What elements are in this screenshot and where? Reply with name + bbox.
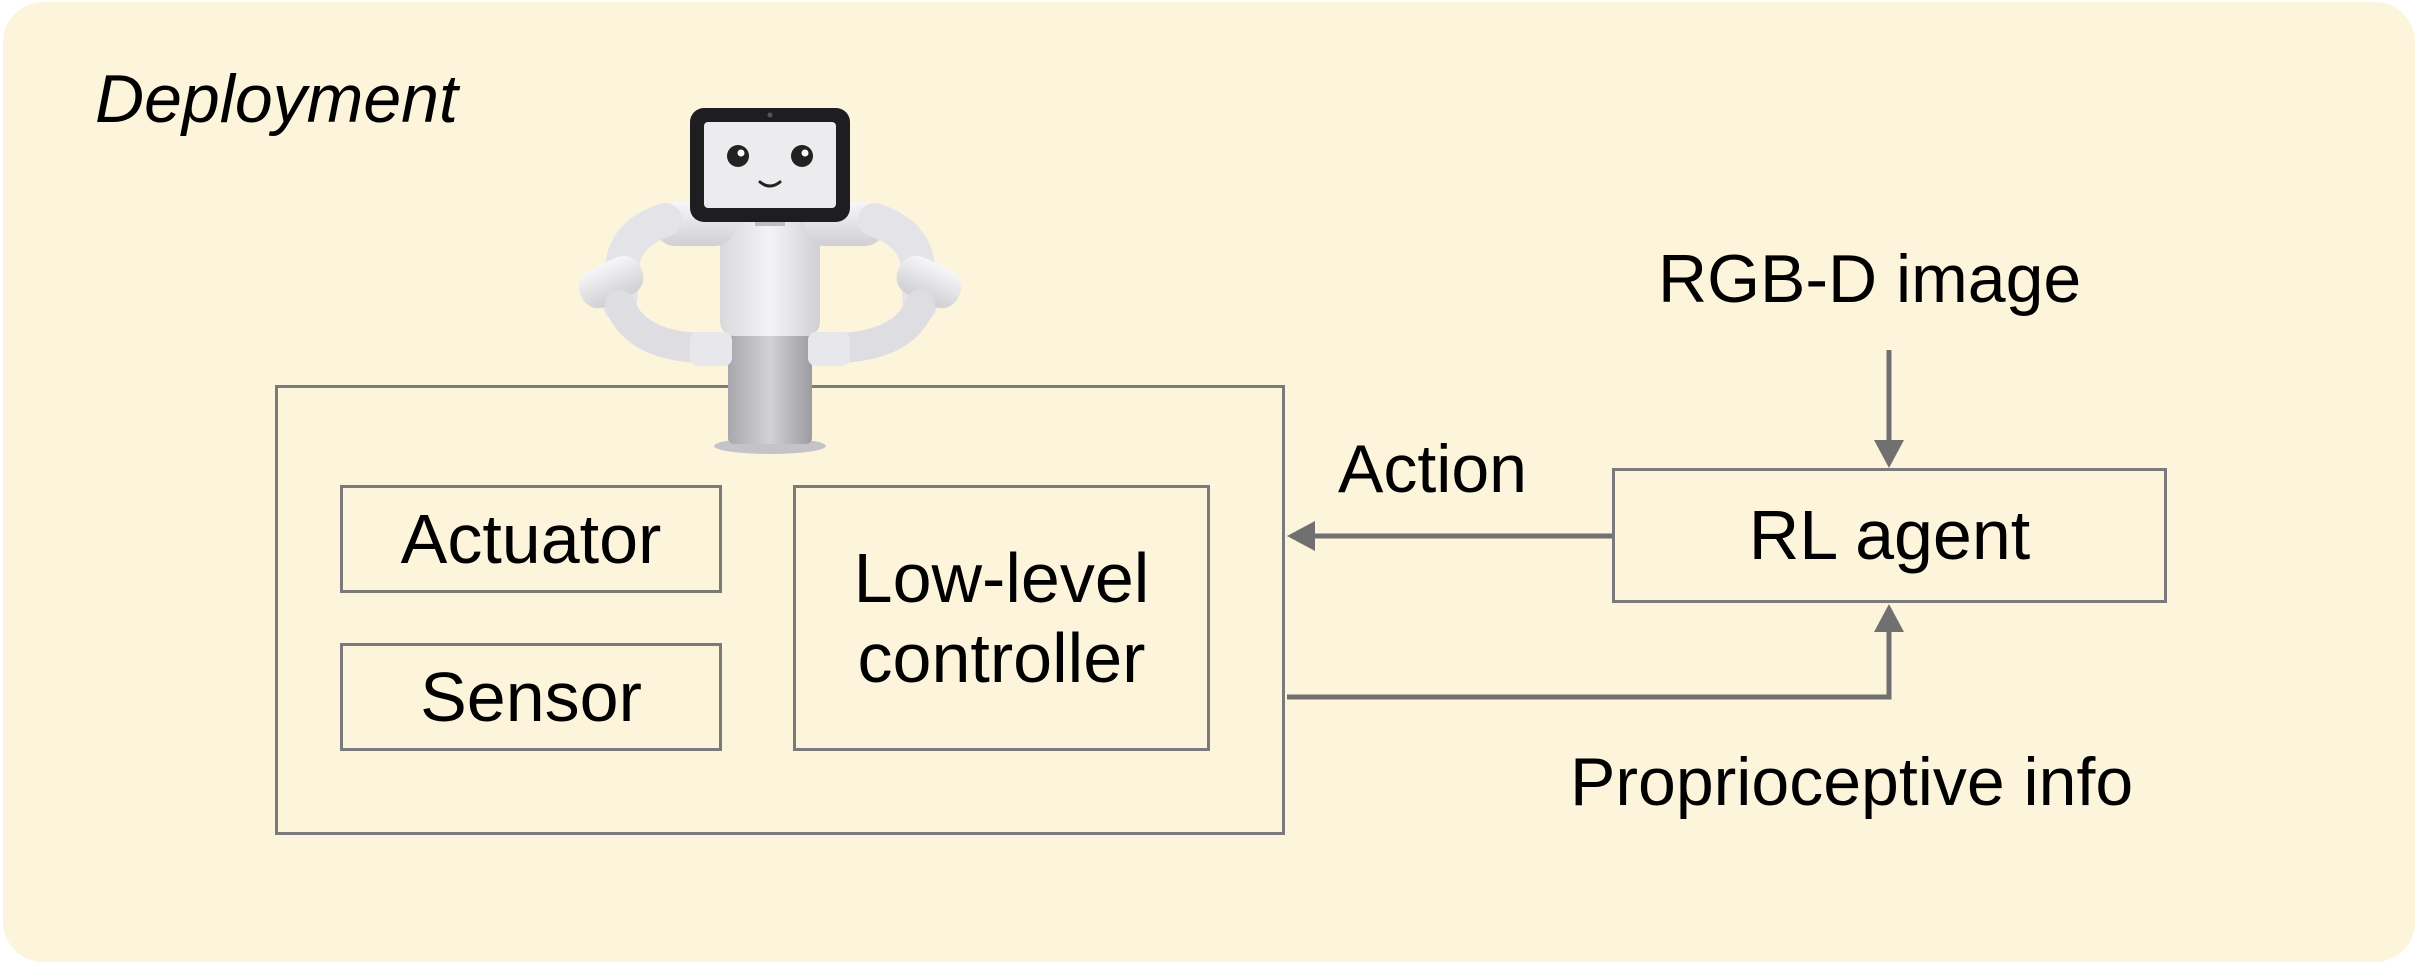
actuator-box: Actuator xyxy=(340,485,722,593)
controller-label-line1: Low-level xyxy=(853,538,1150,617)
action-arrow xyxy=(1287,521,1612,551)
controller-label-line2: controller xyxy=(857,619,1146,697)
action-label: Action xyxy=(1338,431,1527,507)
proprioceptive-info-label: Proprioceptive info xyxy=(1570,744,2134,820)
rgbd-arrow xyxy=(1874,350,1904,468)
low-level-controller-box: Low-level controller xyxy=(793,485,1210,751)
sensor-box: Sensor xyxy=(340,643,722,751)
robot-icon xyxy=(578,108,962,454)
diagram-title: Deployment xyxy=(95,61,458,137)
deployment-panel xyxy=(3,2,2415,962)
rl-agent-box: RL agent xyxy=(1612,468,2167,603)
proprioceptive-arrow xyxy=(1287,604,1904,700)
sensor-label: Sensor xyxy=(420,657,642,736)
actuator-label: Actuator xyxy=(400,499,662,578)
rl-agent-label: RL agent xyxy=(1748,496,2031,575)
rgbd-image-label: RGB-D image xyxy=(1658,241,2082,317)
